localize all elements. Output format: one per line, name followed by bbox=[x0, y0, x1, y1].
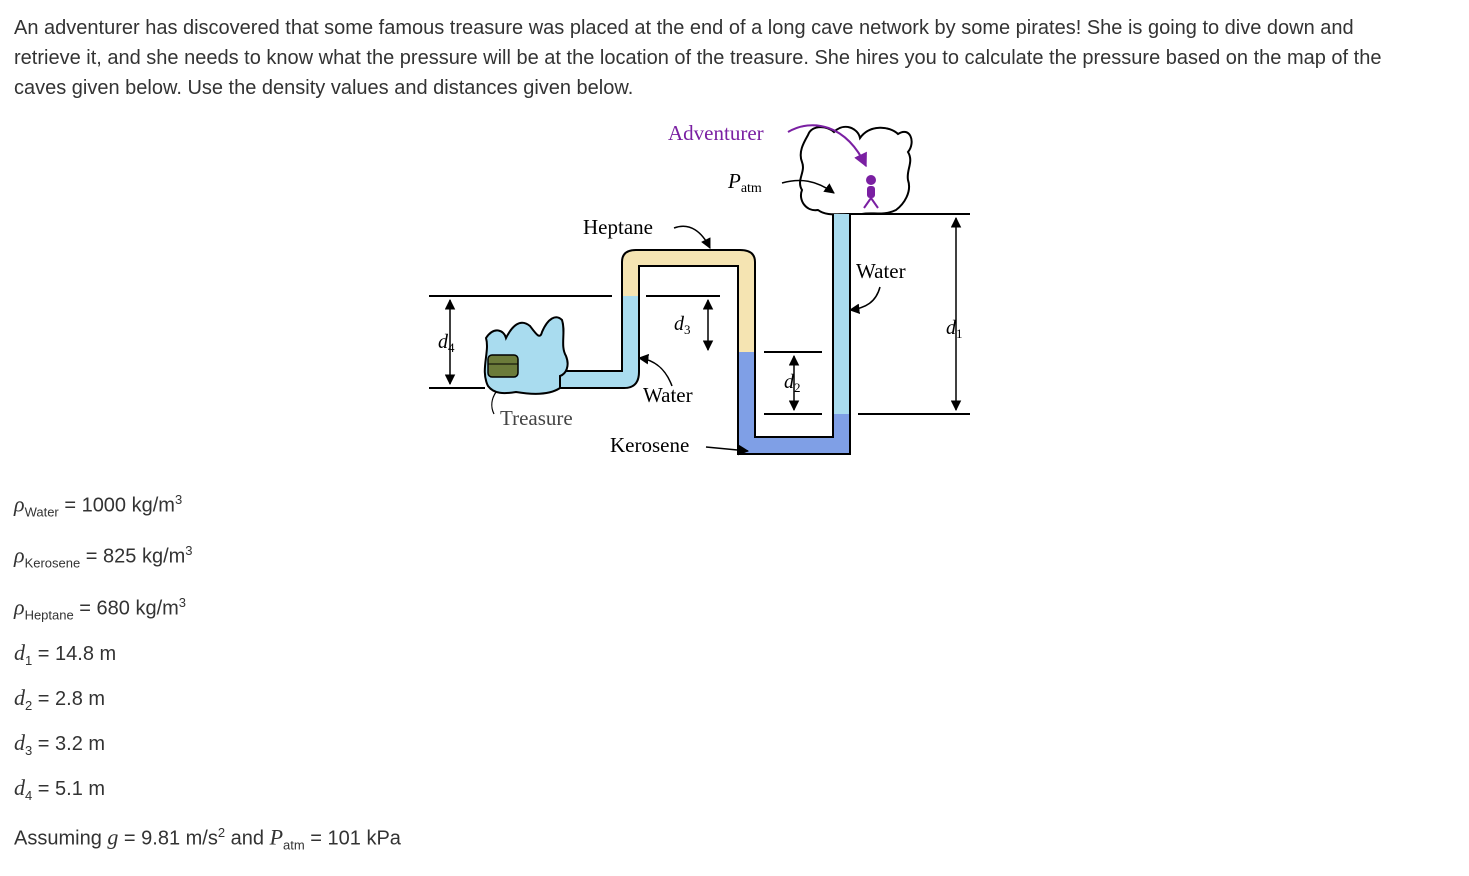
tube-outline bbox=[560, 214, 834, 438]
given-d4: d4 = 5.1 m bbox=[14, 775, 106, 804]
kerosene-label: Kerosene bbox=[610, 433, 689, 457]
given-d1: d1 = 14.8 m bbox=[14, 640, 117, 669]
d4-label: d4 bbox=[438, 331, 455, 355]
middle-water bbox=[560, 296, 639, 388]
adventurer-icon bbox=[863, 175, 879, 209]
middle-column-kerosene bbox=[738, 352, 755, 454]
patm-label: Patm bbox=[727, 169, 762, 196]
given-rho-water: ρWater = 1000 kg/m3 bbox=[14, 491, 183, 520]
patm-arrow bbox=[781, 179, 835, 194]
given-rho-heptane: ρHeptane = 680 kg/m3 bbox=[14, 594, 187, 623]
water-right-label: Water bbox=[856, 259, 906, 283]
tube-outline-inner bbox=[560, 214, 851, 455]
problem-statement: An adventurer has discovered that some f… bbox=[14, 17, 1382, 99]
kerosene-arrow bbox=[705, 444, 750, 456]
given-assumption: Assuming g = 9.81 m/s2 and Patm = 101 kP… bbox=[14, 824, 401, 853]
treasure-label: Treasure bbox=[500, 406, 573, 430]
heptane-label: Heptane bbox=[583, 215, 653, 239]
given-d2: d2 = 2.8 m bbox=[14, 685, 106, 714]
heptane-arch bbox=[622, 250, 755, 352]
water-middle-arrow bbox=[637, 353, 673, 387]
d2-label: d2 bbox=[784, 371, 801, 395]
d3-label: d3 bbox=[674, 313, 691, 337]
cave-diagram: Adventurer Patm Heptane Water Water Kero… bbox=[429, 121, 970, 457]
given-d3: d3 = 3.2 m bbox=[14, 730, 106, 759]
adventurer-arrow bbox=[787, 124, 867, 168]
given-rho-kerosene: ρKerosene = 825 kg/m3 bbox=[14, 542, 193, 571]
right-column-water bbox=[833, 214, 850, 414]
treasure-arrow bbox=[491, 391, 497, 415]
water-middle-label: Water bbox=[643, 383, 693, 407]
d1-label: d1 bbox=[946, 317, 963, 341]
top-cave bbox=[799, 125, 913, 216]
heptane-arrow bbox=[673, 225, 711, 249]
adventurer-label: Adventurer bbox=[668, 121, 764, 145]
treasure-chest-icon bbox=[487, 354, 519, 378]
water-right-arrow bbox=[848, 286, 881, 315]
